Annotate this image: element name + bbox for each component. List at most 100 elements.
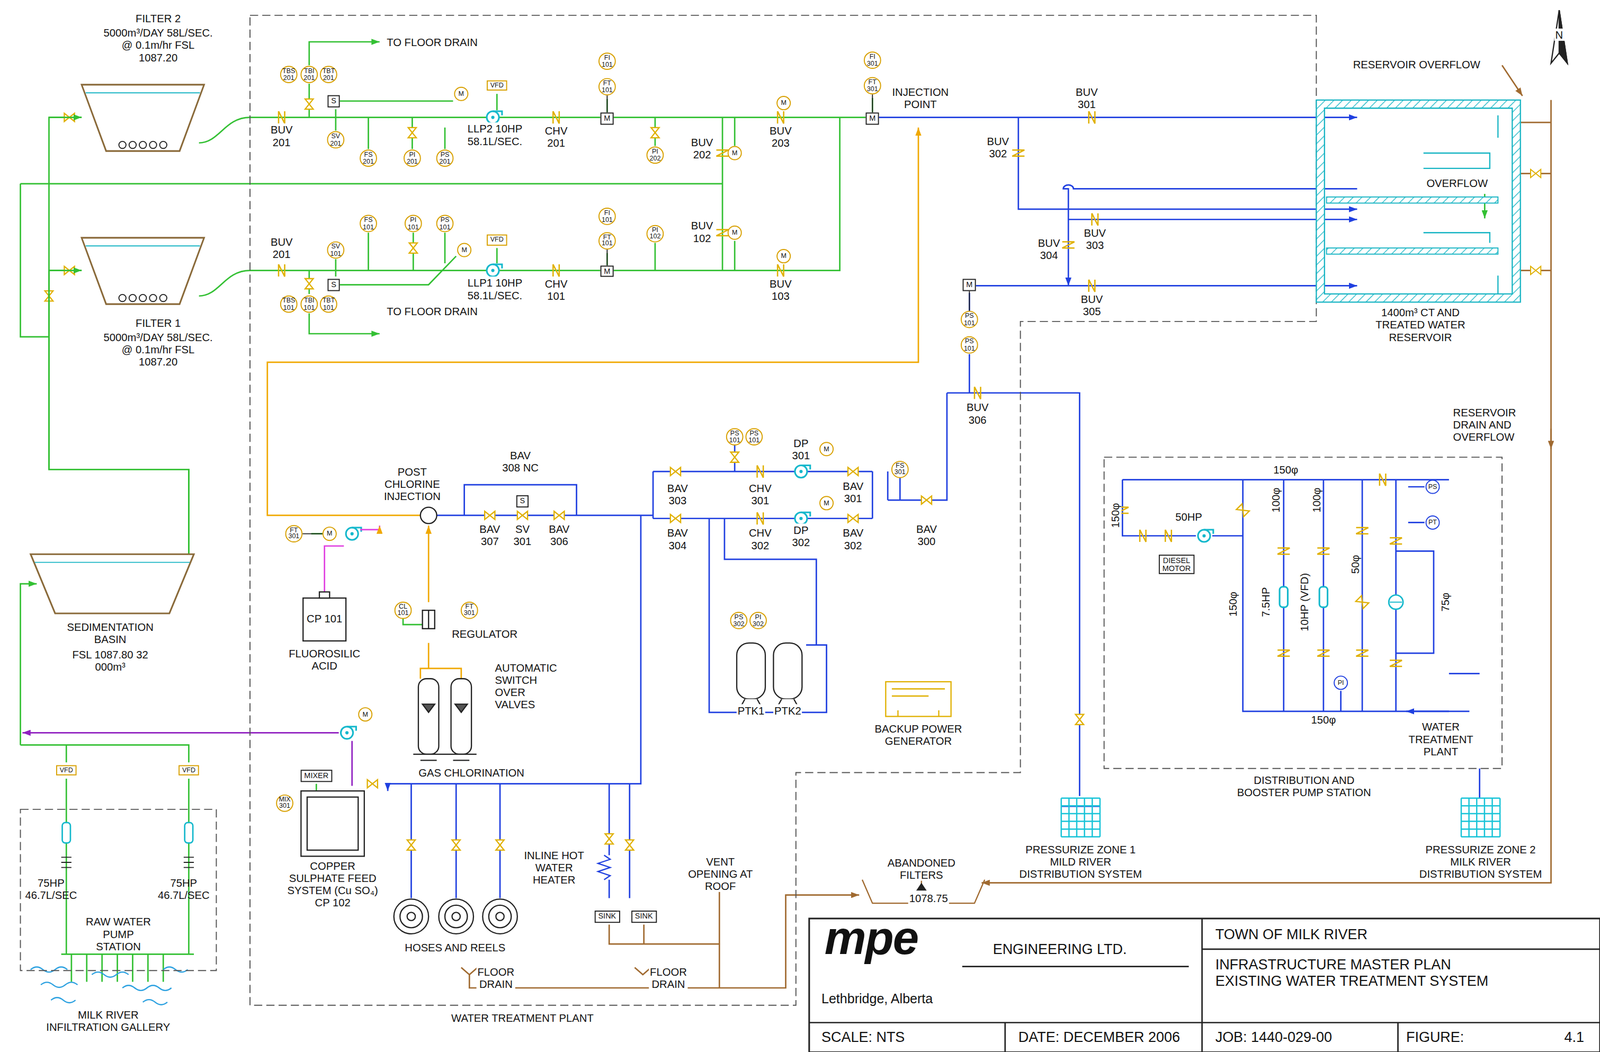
drawing-label: BUV 305	[1079, 292, 1104, 318]
drawing-label: CHV 301	[747, 481, 773, 506]
instrument-bubble: M	[776, 248, 791, 264]
equipment-box: DIESEL MOTOR	[1158, 554, 1195, 575]
node-text: JOB: 1440-029-00	[1215, 1028, 1333, 1045]
valve	[1277, 548, 1290, 555]
equipment	[451, 678, 472, 755]
node-outline	[1316, 100, 1521, 302]
node-text: M	[780, 252, 786, 260]
equipment	[418, 678, 440, 755]
node-text: FT 301	[866, 78, 879, 93]
node-text: ENGINEERING LTD.	[993, 940, 1128, 958]
node-text: DIESEL MOTOR	[1162, 556, 1192, 572]
equipment	[438, 898, 474, 934]
node-text: DISTRIBUTION AND BOOSTER PUMP STATION	[1232, 773, 1376, 798]
pipe-connector	[968, 290, 970, 311]
instrument-bubble: FI 101	[598, 52, 616, 70]
vfd-box: VFD	[486, 80, 508, 92]
distribution-grid: PRESSURIZE ZONE 1 MILD RIVER DISTRIBUTIO…	[1061, 798, 1101, 837]
node-outline	[809, 918, 1600, 1052]
node-text: PI 202	[649, 148, 661, 162]
instrument-bubble: TBS 201	[280, 65, 298, 84]
title-block: mpeENGINEERING LTD.Lethbridge, AlbertaTO…	[809, 918, 1600, 1052]
valve	[1012, 149, 1025, 157]
node-outline	[1061, 798, 1101, 837]
distribution-pipe	[1122, 479, 1450, 712]
node-text: VFD	[490, 82, 504, 90]
equipment	[452, 912, 461, 920]
node-text: FT 301	[463, 603, 476, 618]
instrument-bubble: PS 101	[436, 215, 454, 233]
node-text: M	[823, 445, 829, 453]
node-outline	[149, 294, 157, 302]
node-text: PI 201	[406, 151, 418, 165]
valve	[409, 243, 418, 254]
drawing-label: REGULATOR	[450, 627, 519, 640]
equipment	[495, 912, 504, 920]
equipment-box: M	[962, 278, 977, 291]
pump-symbol	[345, 527, 362, 540]
pump-symbol	[1198, 529, 1214, 542]
distribution-pipe	[887, 292, 1080, 797]
node-text: M	[966, 280, 973, 289]
drawing-label: BAV 303	[666, 481, 690, 506]
instrument-bubble: SV 201	[326, 131, 345, 149]
node-text: PI 302	[752, 613, 764, 628]
drawing-label: 1078.75	[908, 891, 950, 905]
instrument-bubble: M	[776, 95, 791, 111]
valve	[777, 264, 784, 277]
equipment	[482, 898, 518, 934]
equipment	[420, 507, 437, 524]
drawing-label: INLINE HOT WATER HEATER	[520, 848, 588, 887]
instrument-bubble: FS 101	[359, 215, 378, 233]
pump-symbol	[1388, 594, 1403, 610]
instrument-bubble: M	[727, 225, 743, 240]
instrument-bubble: M	[453, 86, 469, 102]
instrument-bubble: FS 301	[891, 460, 909, 479]
node-text: SINK	[635, 912, 654, 920]
equipment	[444, 905, 468, 928]
instrument-bubble: M	[727, 146, 743, 161]
valve	[552, 111, 560, 124]
node-text: Lethbridge, Alberta	[821, 991, 933, 1008]
instrument-bubble: TBT 101	[319, 295, 338, 314]
valve	[367, 779, 378, 788]
node-outline	[1461, 798, 1500, 837]
node-outline	[129, 141, 137, 149]
node-text: DATE: DECEMBER 2006	[1018, 1028, 1181, 1045]
valve	[777, 111, 784, 124]
equipment-box: SINK	[631, 910, 657, 923]
drawing-label: CP 101	[305, 612, 344, 625]
valve	[1389, 660, 1402, 667]
valve	[670, 514, 681, 523]
distribution-pipe	[1018, 117, 1358, 210]
drawing-label: BAV 300	[915, 522, 938, 547]
node-text: VFD	[182, 766, 196, 774]
treated-water-pipe	[496, 93, 735, 271]
valve	[716, 149, 729, 157]
distribution-pipe	[1449, 672, 1480, 675]
valve	[552, 264, 560, 277]
instrument-bubble: FS 201	[359, 149, 378, 167]
valve	[757, 465, 764, 478]
drawing-label: BUV 201	[269, 235, 294, 261]
node-text: RAW WATER PUMP STATION	[80, 915, 157, 953]
valve	[1356, 649, 1369, 657]
instrument-bubble: MIX 301	[275, 794, 294, 812]
valve	[484, 511, 495, 520]
valve	[1088, 111, 1096, 124]
node-outline	[85, 245, 201, 247]
treated-water-pipe	[309, 232, 457, 294]
drawing-label: COPPER SULPHATE FEED SYSTEM (Cu SO₄) CP …	[284, 859, 381, 909]
treated-water-pipe	[606, 97, 873, 271]
drawing-label: BUV 302	[986, 134, 1010, 159]
node-text: M	[326, 530, 333, 538]
drawing-label: INJECTION POINT	[891, 85, 951, 111]
equipment	[307, 797, 359, 851]
vfd-box: VFD	[178, 765, 200, 776]
valve	[452, 839, 461, 851]
drawing-label: CHV 302	[747, 526, 773, 551]
drawing-label: RESERVOIR OVERFLOW	[1352, 58, 1482, 71]
equipment	[917, 883, 926, 890]
node-text: PS 101	[963, 313, 976, 327]
node-text: FSL 1087.80 32 000m³	[70, 647, 150, 673]
